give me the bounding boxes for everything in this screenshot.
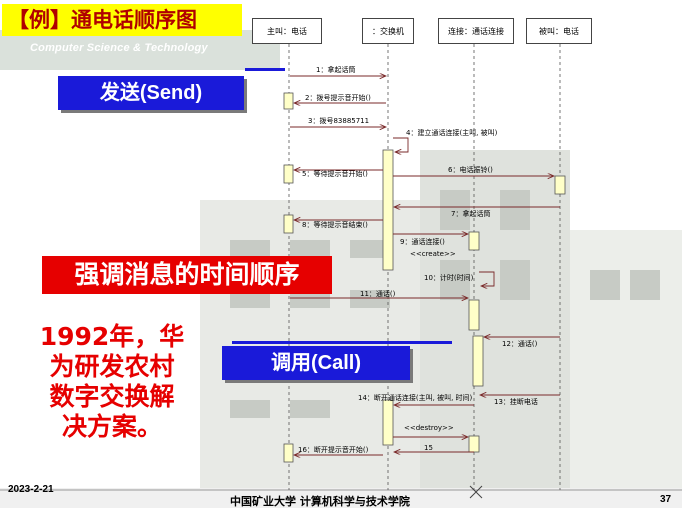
message-arrow bbox=[479, 272, 494, 286]
object-switch: ：交换机 bbox=[362, 18, 414, 44]
page-number: 37 bbox=[660, 494, 671, 505]
object-caller-phone: 主叫：电话 bbox=[252, 18, 322, 44]
object-callee-phone: 被叫：电话 bbox=[526, 18, 592, 44]
message-arrow bbox=[393, 138, 408, 152]
message-label: 2：拨号提示音开始() bbox=[305, 93, 371, 102]
message-label: 3：拨号83885711 bbox=[308, 116, 369, 125]
send-label-box: 发送(Send) bbox=[58, 76, 244, 110]
activation-bar bbox=[469, 232, 479, 250]
message-label: 12：通话() bbox=[502, 339, 538, 348]
message-label: 8：等待提示音结束() bbox=[302, 220, 368, 229]
message-label: 9：通话连接() bbox=[400, 237, 445, 246]
activation-bar bbox=[284, 215, 293, 233]
activation-bar bbox=[383, 400, 393, 445]
message-label: 5：等待提示音开始() bbox=[302, 169, 368, 178]
message-label: 13：挂断电话 bbox=[494, 397, 538, 406]
message-label: 15 bbox=[424, 444, 433, 452]
message-label: 11：通话() bbox=[360, 289, 396, 298]
message-label: <<create>> bbox=[410, 250, 456, 258]
note-line: 数字交换解 bbox=[22, 382, 202, 412]
cross-mark bbox=[470, 486, 482, 498]
message-label: <<destroy>> bbox=[404, 424, 454, 432]
activation-bar bbox=[473, 336, 483, 386]
send-underline bbox=[245, 68, 285, 71]
message-label: 14：断开通话连接(主叫, 被叫, 时间) bbox=[358, 393, 473, 402]
message-label: 7：拿起话筒 bbox=[451, 209, 490, 218]
object-connection: 连接：通话连接 bbox=[438, 18, 514, 44]
activation-bar bbox=[284, 444, 293, 462]
emphasis-box: 强调消息的时间顺序 bbox=[42, 256, 332, 294]
message-label: 10：计时(时间) bbox=[424, 273, 474, 282]
note-line: 为研发农村 bbox=[22, 352, 202, 382]
message-label: 4：建立通话连接(主叫, 被叫) bbox=[406, 128, 498, 137]
activation-bar bbox=[383, 150, 393, 270]
message-label: 1：拿起话筒 bbox=[316, 65, 355, 74]
note-line: 决方案。 bbox=[22, 412, 202, 442]
activation-bar bbox=[284, 165, 293, 183]
activation-bar bbox=[469, 300, 479, 330]
message-label: 6：电话振铃() bbox=[448, 165, 493, 174]
message-label: 16：断开提示音开始() bbox=[298, 445, 369, 454]
footer-text: 中国矿业大学 计算机科学与技术学院 bbox=[230, 493, 410, 509]
call-label-box: 调用(Call) bbox=[222, 346, 410, 380]
call-underline bbox=[232, 341, 452, 344]
activation-bar bbox=[469, 436, 479, 452]
slide-date: 2023-2-21 bbox=[8, 484, 54, 495]
note-line: 1992年，华 bbox=[22, 322, 202, 352]
activation-bar bbox=[555, 176, 565, 194]
history-note: 1992年，华 为研发农村 数字交换解 决方案。 bbox=[22, 322, 202, 442]
activation-bar bbox=[284, 93, 293, 109]
